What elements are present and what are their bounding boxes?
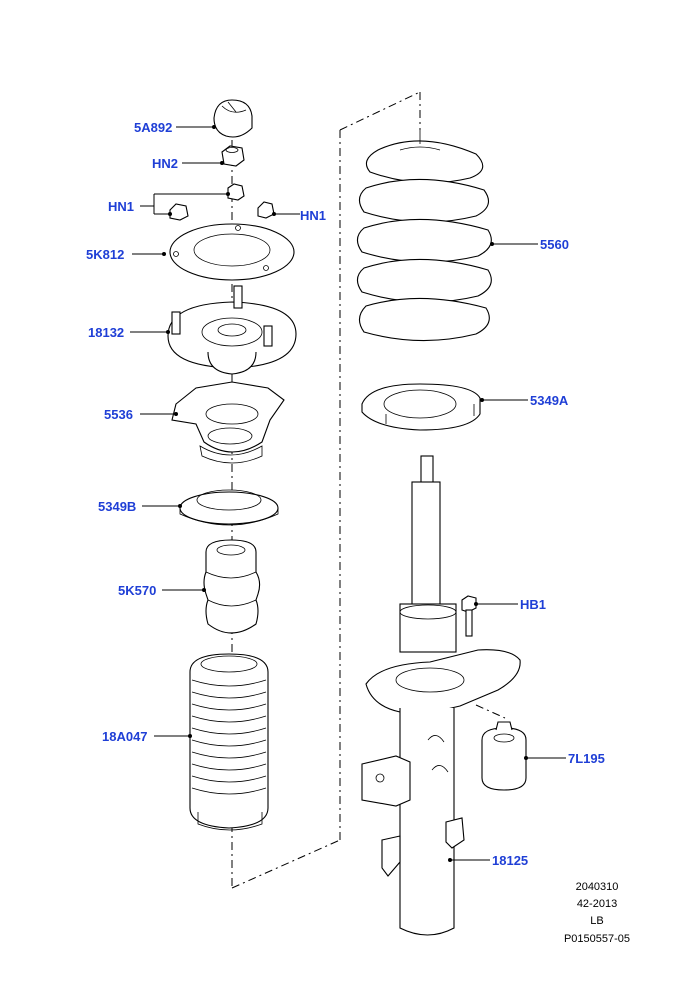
footer-line-2: 42-2013 — [577, 898, 617, 910]
top-mount-part — [167, 285, 297, 375]
dust-boot-part — [189, 653, 269, 831]
spring-seat-lower-part — [361, 383, 481, 431]
bolt-hb1-part — [461, 595, 477, 637]
bush-part — [481, 721, 527, 791]
label-5a892: 5A892 — [134, 120, 172, 135]
label-hn1-right: HN1 — [300, 208, 326, 223]
spring-seat-upper-part — [171, 381, 285, 464]
label-5k570: 5K570 — [118, 583, 156, 598]
nut-hn2-part — [221, 145, 245, 167]
coil-spring-part — [356, 128, 492, 342]
label-5560: 5560 — [540, 237, 569, 252]
label-18125: 18125 — [492, 853, 528, 868]
label-7l195: 7L195 — [568, 751, 605, 766]
label-hn2: HN2 — [152, 156, 178, 171]
nuts-hn1-part — [169, 183, 275, 221]
bearing-part — [179, 489, 279, 526]
leader-lines — [130, 125, 566, 862]
label-18132: 18132 — [88, 325, 124, 340]
label-5536: 5536 — [104, 407, 133, 422]
label-18a047: 18A047 — [102, 729, 148, 744]
insulator-plate-part — [169, 223, 295, 281]
label-hb1: HB1 — [520, 597, 546, 612]
footer-line-4: P0150557-05 — [564, 933, 630, 945]
top-mount-cap-part — [213, 99, 253, 138]
footer-line-3: LB — [590, 915, 603, 927]
strut-part — [361, 455, 521, 936]
label-5349a: 5349A — [530, 393, 569, 408]
footer-line-1: 2040310 — [576, 881, 619, 893]
label-5k812: 5K812 — [86, 247, 124, 262]
label-5349b: 5349B — [98, 499, 136, 514]
label-hn1-left: HN1 — [108, 199, 134, 214]
bump-stop-part — [203, 539, 261, 634]
